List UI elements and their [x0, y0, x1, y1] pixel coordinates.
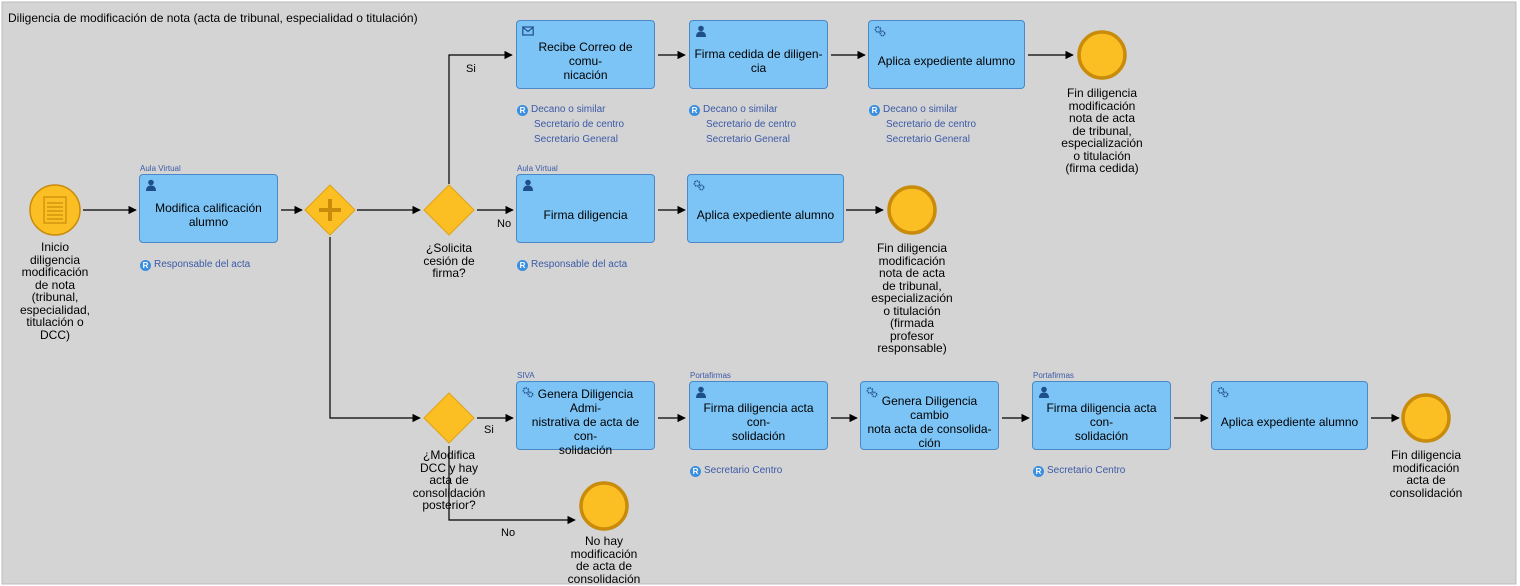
task-label: Aplica expediente alumno	[1220, 414, 1359, 429]
role-item: Secretario de centro	[706, 119, 797, 130]
pool-title: Diligencia de modificación de nota (acta…	[8, 11, 418, 25]
end-event-consolidacion[interactable]	[1401, 393, 1451, 443]
role-item: Secretario de centro	[886, 119, 977, 130]
task-label: Firma diligencia	[543, 207, 628, 222]
task-label: Firma diligencia acta con- solidación	[703, 400, 814, 443]
user-icon	[696, 386, 706, 398]
system-label-aula-virtual: Aula Virtual	[517, 164, 558, 173]
end-event-no-hay[interactable]	[579, 481, 629, 531]
role-badge-icon: R	[517, 260, 528, 271]
gateway-cesion-label: ¿Solicita cesión de firma?	[423, 241, 475, 280]
sequence-flows	[83, 50, 1400, 525]
gears-icon	[693, 180, 705, 191]
role-item: Secretario de centro	[534, 119, 625, 130]
task-recibe-correo[interactable]: Recibe Correo de comu- nicación	[516, 20, 655, 89]
task-firma-acta-consolidacion-1[interactable]: Firma diligencia acta con- solidación	[689, 381, 828, 450]
role-badge-icon: R	[689, 105, 700, 116]
task-label: Modifica calificación alumno	[155, 200, 262, 229]
parallel-gateway[interactable]	[304, 184, 356, 236]
flow-label-si-bottom: Si	[484, 424, 494, 436]
flow-label-no-mid: No	[497, 218, 512, 230]
user-icon	[146, 179, 156, 191]
gateway-dcc[interactable]	[423, 392, 475, 444]
flow-label-no-bottom: No	[501, 527, 516, 539]
end-event-profesor[interactable]	[887, 185, 937, 235]
start-event-label: Inicio diligencia modificación de nota (…	[19, 240, 91, 342]
task-label: Recibe Correo de comu- nicación	[538, 39, 633, 82]
task-firma-diligencia[interactable]: Firma diligencia	[516, 174, 655, 243]
system-label-portafirmas: Portafirmas	[690, 371, 731, 380]
gears-icon	[522, 387, 534, 398]
end-event-consolidacion-label: Fin diligencia modificación acta de cons…	[1389, 448, 1463, 500]
gears-icon	[1217, 387, 1229, 398]
flow-parallel-to-dcc	[329, 237, 421, 423]
document-icon	[43, 196, 67, 224]
role-badge-icon: R	[140, 260, 151, 271]
system-label-portafirmas: Portafirmas	[1033, 371, 1074, 380]
end-event-profesor-label: Fin diligencia modificación nota de acta…	[871, 241, 953, 355]
task-modifica-calificacion[interactable]: Modifica calificación alumno	[139, 174, 278, 243]
start-event[interactable]	[29, 184, 81, 236]
task-label: Aplica expediente alumno	[696, 207, 835, 222]
task-aplica-expediente-2[interactable]: Aplica expediente alumno	[687, 174, 844, 243]
task-label: Genera Diligencia Admi- nistrativa de ac…	[531, 386, 640, 457]
task-genera-diligencia-administrativa[interactable]: Genera Diligencia Admi- nistrativa de ac…	[516, 381, 655, 457]
system-label-siva: SIVA	[517, 371, 535, 380]
role-item: Secretario General	[886, 134, 970, 145]
flow-label-si-top: Si	[466, 63, 476, 75]
envelope-icon	[522, 26, 534, 36]
task-genera-diligencia-cambio[interactable]: Genera Diligencia cambio nota acta de co…	[860, 381, 999, 450]
gateway-cesion[interactable]	[423, 184, 475, 236]
end-event-no-hay-label: No hay modificación de acta de consolida…	[567, 534, 641, 586]
role-item: Secretario General	[706, 134, 790, 145]
end-event-cedida[interactable]	[1077, 30, 1127, 80]
gears-icon	[874, 26, 886, 37]
flow-cesion-si	[448, 50, 513, 184]
user-icon	[523, 179, 533, 191]
gateway-dcc-label: ¿Modifica DCC y hay acta de consolidació…	[412, 448, 486, 512]
task-label: Firma cedida de diligen- cia	[694, 46, 823, 75]
role-item: Secretario General	[534, 134, 618, 145]
task-firma-acta-consolidacion-2[interactable]: Firma diligencia acta con- solidación	[1032, 381, 1171, 450]
user-icon	[1039, 386, 1049, 398]
plus-icon	[319, 199, 341, 221]
system-label-aula-virtual: Aula Virtual	[140, 164, 181, 173]
task-label: Firma diligencia acta con- solidación	[1046, 400, 1157, 443]
task-aplica-expediente-3[interactable]: Aplica expediente alumno	[1211, 381, 1368, 450]
task-firma-cedida[interactable]: Firma cedida de diligen- cia	[689, 20, 828, 89]
task-aplica-expediente-1[interactable]: Aplica expediente alumno	[868, 20, 1025, 89]
flow-dcc-no	[448, 446, 576, 525]
role-badge-icon: R	[1033, 466, 1044, 477]
role-badge-icon: R	[517, 105, 528, 116]
end-event-cedida-label: Fin diligencia modificación nota de acta…	[1061, 86, 1143, 175]
role-badge-icon: R	[869, 105, 880, 116]
user-icon	[696, 25, 706, 37]
role-badge-icon: R	[690, 466, 701, 477]
gears-icon	[866, 387, 878, 398]
task-label: Genera Diligencia cambio nota acta de co…	[867, 393, 992, 450]
task-label: Aplica expediente alumno	[877, 53, 1016, 68]
